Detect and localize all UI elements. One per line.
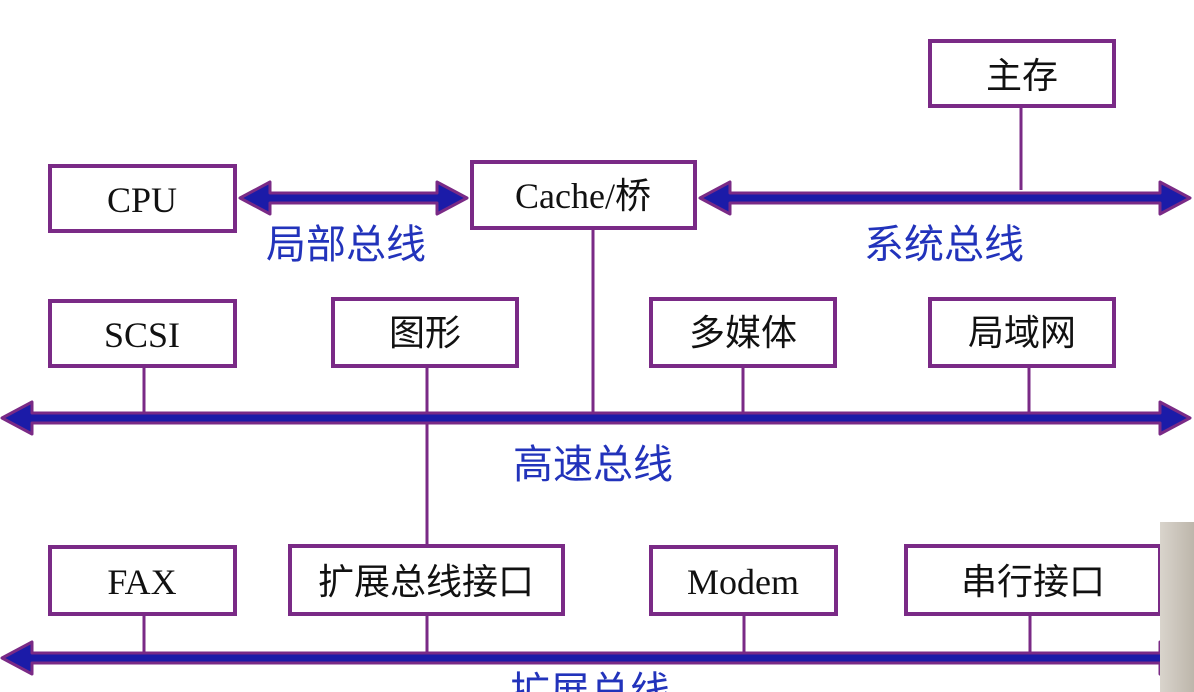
expansion-interface-box: 扩展总线接口	[288, 544, 565, 616]
scsi-label: SCSI	[104, 315, 180, 355]
modem-label: Modem	[687, 562, 799, 602]
serial-interface-label: 串行接口	[961, 562, 1105, 602]
cache-bridge-box: Cache/桥	[470, 160, 697, 230]
system-bus-label: 系统总线	[864, 222, 1024, 268]
graphics-box: 图形	[331, 297, 519, 368]
serial-interface-box: 串行接口	[904, 544, 1162, 616]
cpu-label: CPU	[107, 180, 177, 220]
local-bus-label: 局部总线	[266, 222, 426, 268]
cache-bridge-label: Cache/桥	[515, 176, 651, 216]
lan-box: 局域网	[928, 297, 1116, 368]
expansion-interface-label: 扩展总线接口	[318, 562, 534, 602]
scsi-box: SCSI	[48, 299, 237, 368]
system-bus-arrow	[698, 180, 1192, 216]
multimedia-label: 多媒体	[689, 313, 797, 353]
modem-box: Modem	[649, 545, 838, 616]
cpu-box: CPU	[48, 164, 237, 233]
fax-label: FAX	[107, 562, 176, 602]
multimedia-box: 多媒体	[649, 297, 837, 368]
graphics-label: 图形	[389, 313, 461, 353]
lan-label: 局域网	[968, 313, 1076, 353]
side-panel-edge	[1160, 522, 1194, 692]
expansion-bus-label: 扩展总线	[510, 669, 670, 692]
local-bus-arrow	[238, 180, 469, 216]
main-memory-box: 主存	[928, 39, 1116, 108]
main-memory-label: 主存	[986, 56, 1058, 96]
high-speed-bus-label: 高速总线	[513, 442, 673, 488]
fax-box: FAX	[48, 545, 237, 616]
high-speed-bus-arrow	[0, 400, 1192, 436]
